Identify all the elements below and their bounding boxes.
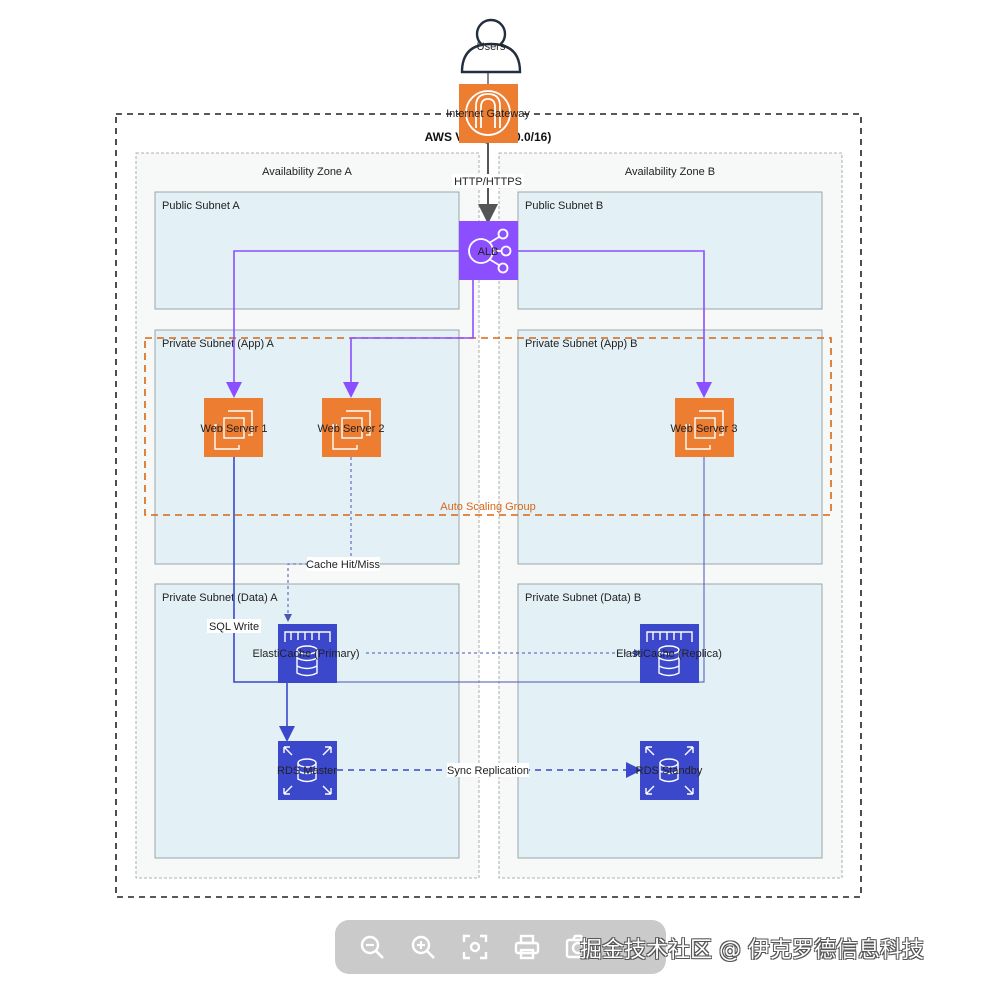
app-subnet-a-label: Private Subnet (App) A xyxy=(162,338,275,350)
rds-master-node[interactable]: RDS Master xyxy=(277,741,337,800)
edge-igw-alb: HTTP/HTTPS xyxy=(452,143,524,224)
igw-label: Internet Gateway xyxy=(446,108,530,120)
web-server-3-label: Web Server 3 xyxy=(670,423,737,435)
edge-web2-cache: Cache Hit/Miss xyxy=(284,457,380,622)
data-subnet-b-label: Private Subnet (Data) B xyxy=(525,592,641,604)
alb-node[interactable]: ALB xyxy=(459,221,518,280)
zone-b-label: Availability Zone B xyxy=(625,166,715,178)
watermark: 掘金技术社区 @ 伊克罗德信息科技 xyxy=(580,938,924,963)
rds-master-label: RDS Master xyxy=(277,765,337,777)
rds-icon xyxy=(645,746,694,795)
ec2-icon xyxy=(214,410,253,450)
edge-label-sql: SQL Write xyxy=(209,621,259,633)
elasticache-icon xyxy=(284,631,331,677)
elasticache-icon xyxy=(646,631,693,677)
edge-web1-rds: SQL Write xyxy=(207,457,295,742)
elasticache-primary-node[interactable]: ElastiCache (Primary) xyxy=(253,624,360,683)
ec2-icon xyxy=(685,410,724,450)
edge-label-sync: Sync Replication xyxy=(447,765,529,777)
elasticache-replica-node[interactable]: ElastiCache (Replica) xyxy=(616,624,722,683)
ec2-icon xyxy=(332,410,371,450)
load-balancer-icon xyxy=(468,228,512,274)
internet-gateway-node[interactable]: Internet Gateway xyxy=(446,84,530,143)
web-server-2-node[interactable]: Web Server 2 xyxy=(317,398,385,457)
web-server-1-node[interactable]: Web Server 1 xyxy=(200,398,268,457)
web-server-1-label: Web Server 1 xyxy=(200,423,267,435)
users-node[interactable]: Users xyxy=(460,18,522,74)
gateway-icon xyxy=(465,90,511,136)
edge-alb-web3 xyxy=(518,250,712,398)
zoom-in-icon[interactable] xyxy=(408,932,438,962)
edge-web3-rds xyxy=(287,457,705,683)
alb-label: ALB xyxy=(478,246,499,258)
rds-icon xyxy=(283,746,332,795)
data-subnet-a-label: Private Subnet (Data) A xyxy=(162,592,278,604)
app-subnet-b-label: Private Subnet (App) B xyxy=(525,338,638,350)
elasticache-replica-label: ElastiCache (Replica) xyxy=(616,648,722,660)
screenshot-icon[interactable] xyxy=(563,932,593,962)
rds-standby-label: RDS Standby xyxy=(636,765,703,777)
edge-label-http: HTTP/HTTPS xyxy=(454,176,522,188)
zone-a-label: Availability Zone A xyxy=(262,166,352,178)
auto-scaling-group-label: Auto Scaling Group xyxy=(440,501,535,513)
public-subnet-b-label: Public Subnet B xyxy=(525,200,603,212)
web-server-3-node[interactable]: Web Server 3 xyxy=(670,398,738,457)
print-icon[interactable] xyxy=(512,932,542,962)
edge-alb-web1 xyxy=(226,250,460,398)
rds-standby-node[interactable]: RDS Standby xyxy=(636,741,703,800)
elasticache-primary-label: ElastiCache (Primary) xyxy=(253,648,360,660)
fit-screen-icon[interactable] xyxy=(460,932,490,962)
app-subnet-a: Private Subnet (App) A xyxy=(154,329,460,565)
user-icon xyxy=(460,18,522,74)
data-subnet-b: Private Subnet (Data) B xyxy=(517,583,823,859)
edge-alb-web2 xyxy=(343,280,474,398)
viewer-toolbar xyxy=(335,920,666,974)
edge-label-cache: Cache Hit/Miss xyxy=(306,559,380,571)
web-server-2-label: Web Server 2 xyxy=(317,423,384,435)
edge-rds-sync: Sync Replication xyxy=(337,762,642,778)
zoom-out-icon[interactable] xyxy=(357,932,387,962)
auto-scaling-group: Auto Scaling Group xyxy=(144,337,832,516)
public-subnet-a-label: Public Subnet A xyxy=(162,200,240,212)
app-subnet-b: Private Subnet (App) B xyxy=(517,329,823,565)
users-label: Users xyxy=(477,41,506,53)
